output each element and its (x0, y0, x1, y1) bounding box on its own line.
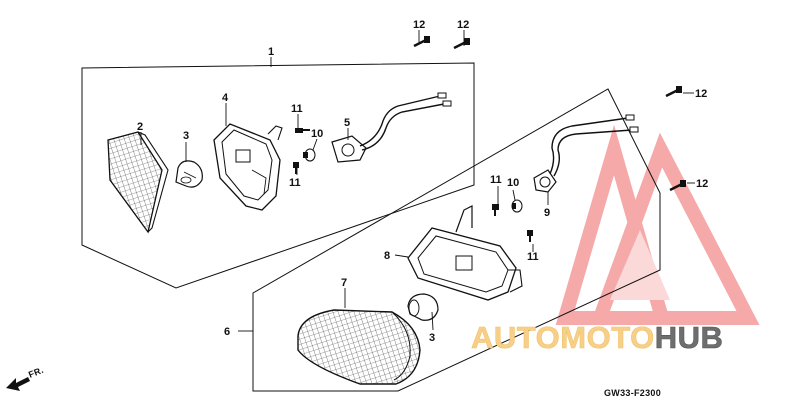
callout-12-c: 12 (695, 88, 707, 100)
part-11-screw-lower-b (527, 230, 533, 242)
callout-8: 8 (384, 250, 390, 262)
callout-7: 7 (341, 277, 347, 289)
leader-lines (140, 30, 695, 332)
part-9-socket (533, 114, 639, 193)
watermark-text-part2: HUB (655, 320, 724, 355)
callout-2: 2 (137, 121, 143, 133)
part-12-bolt-d (669, 180, 686, 192)
part-11-screw-upper-a (295, 128, 310, 133)
callout-12-d: 12 (696, 178, 708, 190)
callout-11-lower-b: 11 (527, 251, 539, 263)
front-direction-arrow-icon: FR. (6, 365, 45, 391)
callout-1: 1 (268, 46, 274, 58)
part-10-bulb-upper (303, 148, 316, 162)
part-4-housing (213, 123, 283, 211)
part-8-housing (407, 205, 523, 301)
callout-5: 5 (344, 117, 350, 129)
part-5-socket (331, 92, 452, 163)
assembly-group-1 (81, 62, 475, 289)
assembly-group-6 (252, 88, 661, 392)
part-12-bolt-b (453, 38, 470, 50)
callout-6: 6 (224, 326, 230, 338)
part-10-bulb-lower (511, 199, 523, 213)
part-11-screw-upper-b (293, 162, 299, 174)
callout-12-a: 12 (413, 19, 425, 31)
watermark-logo-icon (555, 124, 760, 325)
callout-12-b: 12 (457, 19, 469, 31)
callout-10-upper: 10 (311, 128, 323, 140)
callout-11-lower-a: 11 (490, 174, 502, 186)
group-1-boundary (81, 62, 475, 289)
direction-label: FR. (27, 365, 45, 380)
group-6-boundary (252, 88, 661, 392)
part-12-bolt-a (413, 36, 430, 48)
callout-10-lower: 10 (507, 177, 519, 189)
callout-9: 9 (544, 207, 550, 219)
watermark-text-part1: AUTOMOTO (471, 320, 655, 355)
part-3-bulb-lower (407, 293, 439, 321)
part-7-lens (297, 309, 421, 385)
callout-3-lower: 3 (429, 332, 435, 344)
callout-4: 4 (222, 92, 229, 104)
part-11-screw-lower-a (492, 204, 499, 216)
callout-11-upper-b: 11 (289, 177, 301, 189)
watermark-wordmark: AUTOMOTOHUB (471, 320, 723, 356)
part-2-lens (107, 131, 169, 234)
svg-text:AUTOMOTOHUB: AUTOMOTOHUB (471, 320, 723, 355)
callout-11-upper-a: 11 (291, 103, 303, 115)
part-12-bolt-c (665, 86, 682, 98)
callout-3-upper: 3 (183, 130, 189, 142)
part-3-bulb-upper (175, 160, 203, 188)
diagram-code: GW33-F2300 (604, 388, 661, 398)
